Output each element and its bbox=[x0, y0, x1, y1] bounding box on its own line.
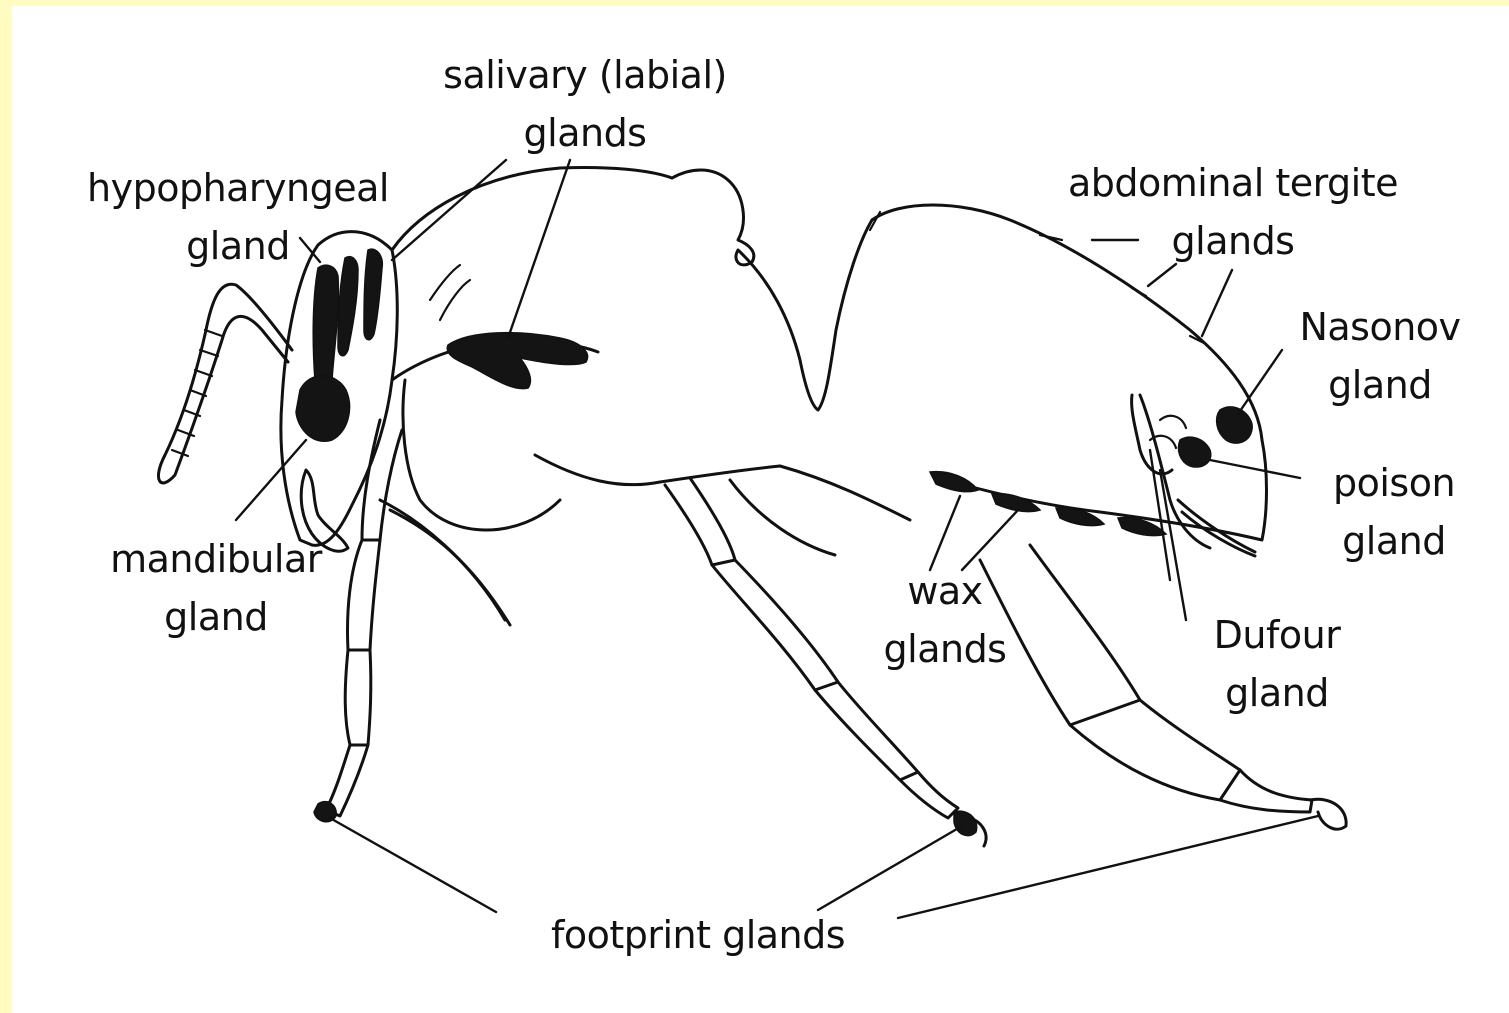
abdominal-label-line2: glands bbox=[1048, 212, 1418, 270]
head bbox=[281, 232, 397, 552]
wax-glands-label: wax glands bbox=[874, 562, 1016, 678]
antenna bbox=[158, 284, 292, 483]
nasonov-gland-label: Nasonov gland bbox=[1282, 298, 1478, 414]
abdominal-tergite-glands-label: abdominal tergite glands bbox=[1048, 154, 1418, 270]
abdominal-label-line1: abdominal tergite bbox=[1048, 154, 1418, 212]
mandibular-gland-label: mandibular gland bbox=[96, 530, 336, 646]
hypopharyngeal-label-line1: hypopharyngeal bbox=[76, 159, 400, 217]
poison-label-line1: poison bbox=[1312, 454, 1476, 512]
footprint-label-text: footprint glands bbox=[528, 906, 868, 964]
salivary-gland-shape bbox=[447, 333, 587, 389]
hypopharyngeal-label-line2: gland bbox=[76, 217, 400, 275]
salivary-label-line2: glands bbox=[428, 104, 742, 162]
dufour-label-line1: Dufour bbox=[1192, 606, 1362, 664]
footprint-glands-label: footprint glands bbox=[528, 906, 868, 964]
nasonov-label-line1: Nasonov bbox=[1282, 298, 1478, 356]
salivary-glands-label: salivary (labial) glands bbox=[428, 46, 742, 162]
mandibular-label-line1: mandibular bbox=[96, 530, 336, 588]
mandibular-label-line2: gland bbox=[96, 588, 336, 646]
wax-label-line2: glands bbox=[874, 620, 1016, 678]
nasonov-label-line2: gland bbox=[1282, 356, 1478, 414]
poison-gland-label: poison gland bbox=[1312, 454, 1476, 570]
diagram-canvas: salivary (labial) glands hypopharyngeal … bbox=[12, 6, 1509, 1013]
hypopharyngeal-gland-label: hypopharyngeal gland bbox=[76, 159, 400, 275]
salivary-label-line1: salivary (labial) bbox=[428, 46, 742, 104]
abdomen bbox=[930, 395, 1267, 556]
dufour-gland-label: Dufour gland bbox=[1192, 606, 1362, 722]
wax-label-line1: wax bbox=[874, 562, 1016, 620]
dufour-label-line2: gland bbox=[1192, 664, 1362, 722]
poison-label-line2: gland bbox=[1312, 512, 1476, 570]
